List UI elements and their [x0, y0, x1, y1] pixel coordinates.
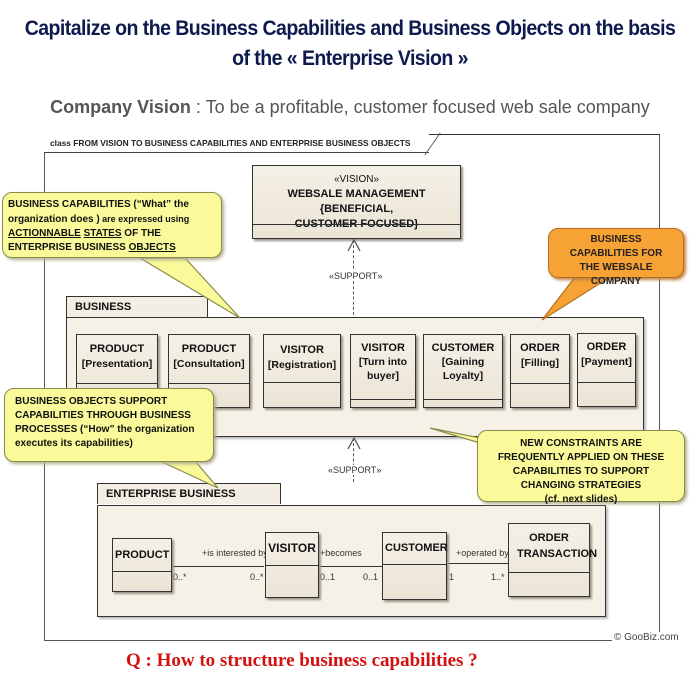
class-compartment	[383, 564, 446, 565]
mult-visitor-left: 0..*	[250, 572, 264, 582]
callout-websale-capabilities: BUSINESS CAPABILITIES FOR THE WEBSALE CO…	[548, 228, 684, 287]
callout-underlined-text: OBJECTS	[128, 242, 176, 253]
capability-object: PRODUCT	[89, 343, 145, 355]
class-compartment	[77, 383, 157, 384]
class-compartment	[169, 383, 249, 384]
company-vision-text: To be a profitable, customer focused web…	[205, 97, 650, 117]
diagram-frame-title: class FROM VISION TO BUSINESS CAPABILITI…	[44, 134, 429, 153]
class-name: PRODUCT	[115, 549, 170, 561]
callout-text: NEW CONSTRAINTS ARE FREQUENTLY APPLIED O…	[497, 438, 665, 491]
capability-object: ORDER	[520, 342, 560, 354]
class-name: ORDER TRANSACTION	[517, 532, 598, 560]
mult-visitor-right: 0..1	[320, 572, 336, 582]
capability-visitor-registration[interactable]: VISITOR [Registration]	[263, 334, 341, 408]
role-is-interested-by: +is interested by	[202, 548, 268, 558]
support-label-top: «SUPPORT»	[329, 271, 383, 281]
capability-visitor-turn-into-buyer[interactable]: VISITOR [Turn into buyer]	[350, 334, 416, 408]
role-operated-by: +operated by	[456, 548, 509, 558]
class-compartment	[264, 382, 340, 383]
association-visitor-customer	[318, 566, 382, 567]
capabilities-package-title: BUSINESS CAPABILITIES	[66, 296, 208, 334]
capability-state: [Presentation]	[81, 358, 153, 370]
callout-objects-support: BUSINESS OBJECTS SUPPORT CAPABILITIES TH…	[4, 388, 214, 462]
vision-class[interactable]: «VISION» WEBSALE MANAGEMENT {BENEFICIAL,…	[252, 165, 461, 239]
mult-order: 1..*	[491, 572, 505, 582]
capability-object: VISITOR	[280, 344, 324, 356]
capability-state: [Filling]	[521, 357, 559, 369]
class-customer[interactable]: CUSTOMER	[382, 532, 448, 600]
arrowhead-icon	[347, 436, 361, 450]
class-compartment	[113, 571, 171, 572]
class-compartment	[266, 565, 318, 566]
capability-object: ORDER	[586, 341, 627, 353]
capability-object: CUSTOMER	[431, 342, 495, 354]
objects-package-title: ENTERPRISE BUSINESS OBJECTS	[97, 483, 281, 521]
mult-customer-right: 1	[449, 572, 455, 582]
capability-order-filling[interactable]: ORDER [Filling]	[510, 334, 570, 408]
capability-order-payment[interactable]: ORDER [Payment]	[577, 333, 636, 407]
capability-object: PRODUCT	[181, 343, 237, 355]
capability-state: [Gaining Loyalty]	[441, 356, 485, 382]
callout-note: (cf. next slides)	[544, 494, 618, 505]
capability-customer-gaining-loyalty[interactable]: CUSTOMER [Gaining Loyalty]	[423, 334, 503, 408]
question-text: Q : How to structure business capabiliti…	[126, 650, 478, 671]
callout-text: are expressed using	[99, 214, 190, 224]
company-vision: Company Vision : To be a profitable, cus…	[0, 97, 700, 118]
capability-state: [Turn into buyer]	[358, 356, 408, 382]
capability-state: [Payment]	[581, 356, 632, 368]
association-customer-order	[446, 563, 508, 564]
class-order-transaction[interactable]: ORDER TRANSACTION	[508, 523, 598, 597]
class-product[interactable]: PRODUCT	[112, 538, 172, 592]
class-visitor[interactable]: VISITOR	[265, 532, 319, 598]
association-product-visitor	[171, 566, 264, 567]
vision-name-line-1: WEBSALE MANAGEMENT {BENEFICIAL,	[287, 188, 426, 215]
callout-text: BUSINESS OBJECTS SUPPORT CAPABILITIES TH…	[15, 396, 195, 449]
company-vision-label: Company Vision	[50, 97, 191, 117]
callout-text: BUSINESS CAPABILITIES (“What” the organi…	[8, 199, 189, 225]
class-compartment	[511, 383, 569, 384]
support-label-bottom: «SUPPORT»	[328, 465, 382, 475]
copyright: © GooBiz.com	[612, 632, 681, 643]
slide-title: Capitalize on the Business Capabilities …	[25, 14, 676, 74]
capability-state: [Registration]	[267, 359, 337, 371]
capability-state: [Consultation]	[173, 358, 245, 370]
capability-object: VISITOR	[361, 342, 405, 354]
vision-class-compartment	[253, 224, 460, 225]
class-name: CUSTOMER	[385, 542, 448, 554]
vision-stereotype: «VISION»	[333, 174, 380, 185]
class-compartment	[424, 399, 502, 400]
role-becomes: +becomes	[320, 548, 362, 558]
support-dependency-bottom	[353, 438, 354, 482]
slide-title-line-1: Capitalize on the Business Capabilities …	[24, 17, 676, 40]
callout-underlined-text: ACTIONNABLE	[8, 228, 81, 239]
class-name: VISITOR	[268, 541, 316, 555]
class-compartment	[509, 572, 589, 573]
arrowhead-icon	[347, 238, 361, 252]
callout-underlined-text: STATES	[83, 228, 122, 239]
slide-title-line-2: of the « Enterprise Vision »	[232, 47, 468, 70]
mult-customer-left: 0..1	[363, 572, 379, 582]
callout-text: BUSINESS CAPABILITIES FOR THE WEBSALE CO…	[569, 234, 663, 287]
class-compartment	[351, 399, 415, 400]
company-vision-separator: :	[190, 97, 206, 117]
mult-product: 0..*	[173, 572, 187, 582]
callout-text: OF THE ENTERPRISE BUSINESS	[8, 228, 161, 253]
callout-capabilities-what: BUSINESS CAPABILITIES (“What” the organi…	[2, 192, 222, 258]
class-compartment	[578, 382, 635, 383]
callout-constraints: NEW CONSTRAINTS ARE FREQUENTLY APPLIED O…	[477, 430, 685, 505]
